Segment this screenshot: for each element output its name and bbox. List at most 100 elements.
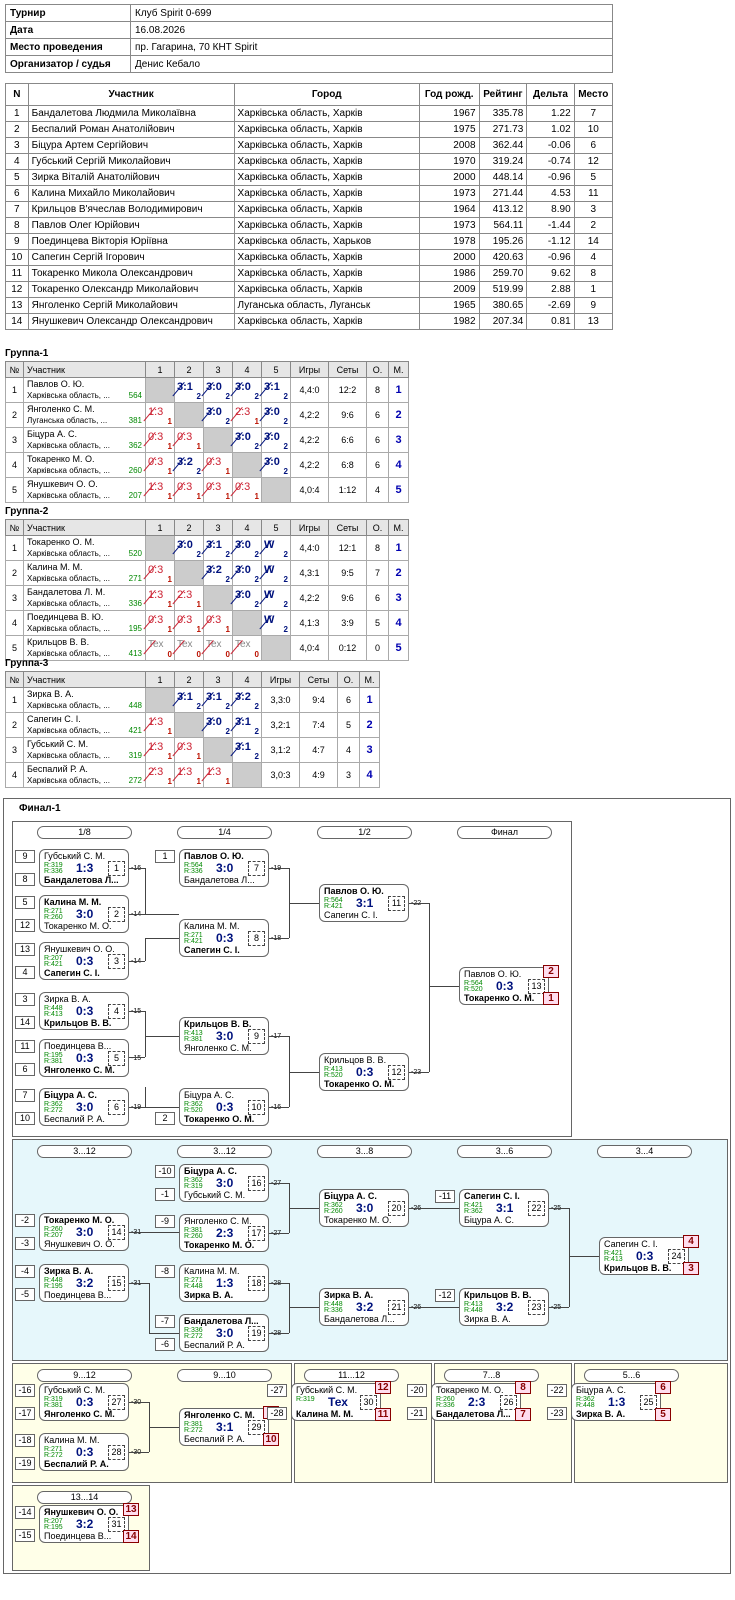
- match-player-a: Павлов О. Ю.: [184, 851, 244, 861]
- match-player-a: Токаренко М. О.: [44, 1215, 115, 1225]
- participant-cell: 1: [573, 281, 614, 298]
- participant-cell: 5: [573, 169, 614, 186]
- match-number: 1: [108, 861, 125, 876]
- match-player-a: Біцура А. С.: [576, 1385, 626, 1395]
- group-participant: Бандалетова Л. М.Харківська область, ...…: [23, 585, 146, 611]
- match-number: 25: [640, 1395, 657, 1410]
- bracket-connector: [429, 986, 459, 987]
- bracket-connector: [409, 903, 429, 904]
- group-col-opponent: 5: [261, 361, 291, 378]
- participant-cell: 335.78: [478, 105, 528, 122]
- seed-a: -16: [15, 1384, 35, 1397]
- group-games: 4,2:2: [290, 427, 329, 453]
- group-result-score: 3:0: [264, 406, 280, 418]
- group-games: 4,2:2: [290, 452, 329, 478]
- match-score: 3:0: [216, 1326, 234, 1340]
- seed-a: 3: [15, 993, 35, 1006]
- match-player-a: Павлов О. Ю.: [464, 969, 522, 979]
- group-place: 4: [388, 610, 409, 636]
- info-value: пр. Гагарина, 70 КНТ Spirit: [130, 38, 613, 56]
- bracket-connector: [129, 1107, 145, 1108]
- group-place: 3: [359, 737, 380, 763]
- group-place: 2: [388, 560, 409, 586]
- group-row-num: 1: [5, 377, 24, 403]
- participant-cell: 1973: [418, 217, 480, 234]
- bracket-connector: [429, 903, 430, 1072]
- participant-cell: -1.44: [526, 217, 575, 234]
- group-result-score: Tex: [177, 639, 193, 650]
- group-participant-rating: 271: [128, 574, 142, 583]
- bracket-connector: [409, 1307, 459, 1308]
- match-player-b: Бандалетова Л...: [436, 1409, 511, 1419]
- group-participant-name: Калина М. М.: [27, 562, 83, 572]
- participant-cell: Калина Михайло Миколайович: [27, 185, 235, 202]
- group-participant-region: Луганська область, ...: [27, 416, 108, 425]
- group-row-num: 1: [5, 535, 24, 561]
- group-place: 1: [388, 377, 409, 403]
- group-result-points: 0: [254, 650, 259, 659]
- group-participant-name: Крильцов В. В.: [27, 637, 90, 647]
- group-self-cell: [232, 610, 262, 636]
- participant-cell: 448.14: [478, 169, 528, 186]
- participant-cell: 1986: [418, 265, 480, 282]
- group-row-num: 2: [5, 712, 24, 738]
- match-rating-b: R:520: [464, 986, 483, 993]
- group-place: 4: [388, 452, 409, 478]
- match-player-b: Бандалетова Л...: [324, 1314, 395, 1324]
- match-player-b: Сапегин С. І.: [324, 910, 378, 920]
- group-row-num: 3: [5, 737, 24, 763]
- seed-a: -11: [435, 1190, 455, 1203]
- group-result-points: 2: [225, 702, 230, 711]
- bracket-connector: [289, 1072, 319, 1073]
- group-participant-rating: 195: [128, 624, 142, 633]
- match-rating-a: R:260: [436, 1396, 455, 1403]
- match-number: 26: [500, 1395, 517, 1410]
- group-col-opponent: 2: [174, 671, 204, 688]
- match-player-a: Калина М. М.: [44, 897, 102, 907]
- participant-cell: 2009: [418, 281, 480, 298]
- group-participant-region: Харківська область, ...: [27, 574, 110, 583]
- match-score: 0:3: [216, 931, 234, 945]
- group-col-place: М.: [359, 671, 380, 688]
- group-self-cell: [174, 712, 204, 738]
- info-value: Клуб Spirit 0-699: [130, 4, 613, 22]
- match-player-b: Беспалий Р. А.: [44, 1459, 109, 1469]
- participant-cell: 3: [573, 201, 614, 218]
- group-result-points: 2: [225, 550, 230, 559]
- group-result-points: 2: [225, 575, 230, 584]
- participant-cell: Крильцов В'ячеслав Володимирович: [27, 201, 235, 218]
- info-key: Турнир: [5, 4, 131, 22]
- match-player-b: Токаренко М. О.: [184, 1240, 255, 1250]
- match-score: 0:3: [76, 1395, 94, 1409]
- match-rating-b: R:520: [184, 1107, 203, 1114]
- group-points: 8: [366, 377, 389, 403]
- group-col-participant: Участник: [23, 519, 146, 536]
- bracket-connector: [289, 903, 319, 904]
- group-result-score: 3:0: [206, 716, 222, 728]
- group-row-num: 1: [5, 687, 24, 713]
- group-games: 4,2:2: [290, 402, 329, 428]
- group-result-score: 0:3: [177, 614, 193, 626]
- group-participant-rating: 421: [128, 726, 142, 735]
- bracket-connector: [269, 1233, 289, 1234]
- group-points: 4: [366, 477, 389, 503]
- participant-cell: Харківська область, Харків: [233, 217, 420, 234]
- bracket-connector: [129, 914, 145, 915]
- match-rating-b: R:421: [324, 903, 343, 910]
- group-points: 4: [337, 737, 360, 763]
- group-result-score: 2:3: [148, 766, 164, 778]
